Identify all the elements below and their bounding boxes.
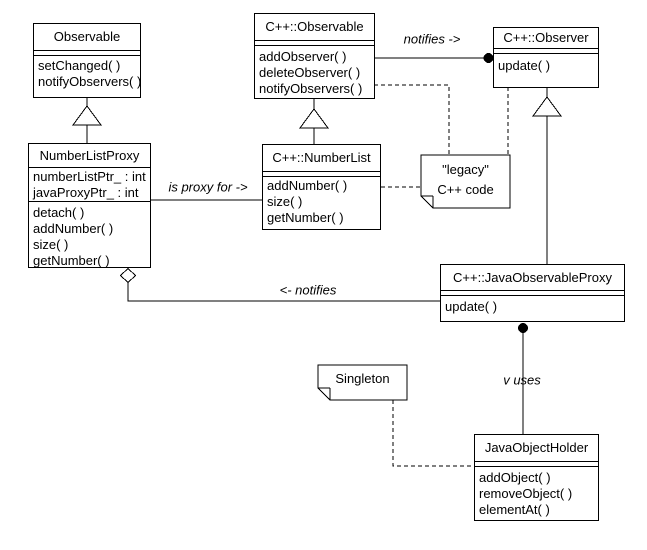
attribute: numberListPtr_ : int — [33, 169, 146, 184]
methods-compartment: update( ) — [494, 54, 598, 74]
method: deleteObserver( ) — [259, 65, 361, 80]
class-javaobjectholder: JavaObjectHolder addObject( ) removeObje… — [474, 434, 599, 521]
method: addNumber( ) — [267, 178, 348, 193]
class-title: Observable — [34, 24, 140, 51]
note-link-singleton-javaobjectholder — [392, 400, 475, 467]
label-uses: v uses — [503, 372, 541, 388]
method: update( ) — [445, 299, 498, 314]
class-observable: Observable setChanged( ) notifyObservers… — [33, 23, 141, 98]
method: addObject( ) — [479, 470, 551, 485]
method: addNumber( ) — [33, 221, 114, 236]
methods-compartment: update( ) — [441, 296, 624, 315]
label-notifies-left: <- notifies — [279, 282, 337, 298]
method: addObserver( ) — [259, 49, 347, 64]
singleton-note-shape — [317, 364, 408, 401]
methods-compartment: setChanged( ) notifyObservers( ) — [34, 56, 140, 90]
method: update( ) — [498, 58, 551, 73]
attribute: javaProxyPtr_ : int — [33, 185, 139, 200]
method: removeObject( ) — [479, 486, 573, 501]
class-cpp-observable: C++::Observable addObserver( ) deleteObs… — [254, 13, 375, 99]
class-cpp-numberlist: C++::NumberList addNumber( ) size( ) get… — [262, 144, 381, 230]
methods-compartment: addNumber( ) size( ) getNumber( ) — [263, 177, 380, 226]
class-title: C++::Observer — [494, 28, 598, 49]
class-title: JavaObjectHolder — [475, 435, 598, 462]
label-is-proxy-for: is proxy for -> — [168, 179, 248, 195]
aggregation-diamond — [119, 267, 137, 284]
notifies-back-association-line — [127, 282, 441, 302]
class-title: NumberListProxy — [29, 144, 150, 168]
method: notifyObservers( ) — [38, 74, 140, 89]
singleton-note-text: Singleton — [335, 371, 390, 386]
method: setChanged( ) — [38, 58, 121, 73]
legacy-note-shape — [420, 154, 511, 209]
method: size( ) — [267, 194, 303, 209]
methods-compartment: addObject( ) removeObject( ) elementAt( … — [475, 467, 598, 518]
methods-compartment: detach( ) addNumber( ) size( ) getNumber… — [29, 202, 150, 269]
attributes-compartment-empty — [255, 41, 374, 46]
generalization-arrow — [532, 96, 562, 117]
generalization-arrow — [72, 105, 102, 126]
method: getNumber( ) — [267, 210, 344, 225]
attributes-compartment-empty — [494, 49, 598, 54]
method: size( ) — [33, 237, 69, 252]
filled-circle-end — [483, 53, 494, 63]
legacy-note-text: "legacy" C++ code — [437, 162, 494, 197]
attributes-compartment-empty — [34, 51, 140, 56]
method: notifyObservers( ) — [259, 81, 363, 96]
attributes-compartment-empty — [475, 462, 598, 467]
method: getNumber( ) — [33, 253, 110, 268]
attributes-compartment-empty — [441, 291, 624, 296]
class-title: C++::Observable — [255, 14, 374, 41]
class-cpp-javaobservableproxy: C++::JavaObservableProxy update( ) — [440, 264, 625, 322]
class-title: C++::NumberList — [263, 145, 380, 172]
filled-circle-end — [518, 323, 528, 333]
method: elementAt( ) — [479, 502, 550, 517]
label-notifies-right: notifies -> — [403, 31, 461, 47]
note-link-observable-legacy — [374, 84, 450, 156]
methods-compartment: addObserver( ) deleteObserver( ) notifyO… — [255, 46, 374, 97]
class-title: C++::JavaObservableProxy — [441, 265, 624, 291]
method: detach( ) — [33, 205, 85, 220]
attributes-compartment: numberListPtr_ : int javaProxyPtr_ : int — [29, 168, 150, 202]
class-numberlistproxy: NumberListProxy numberListPtr_ : int jav… — [28, 143, 151, 268]
class-cpp-observer: C++::Observer update( ) — [493, 27, 599, 88]
attributes-compartment-empty — [263, 172, 380, 177]
generalization-arrow — [299, 108, 329, 129]
